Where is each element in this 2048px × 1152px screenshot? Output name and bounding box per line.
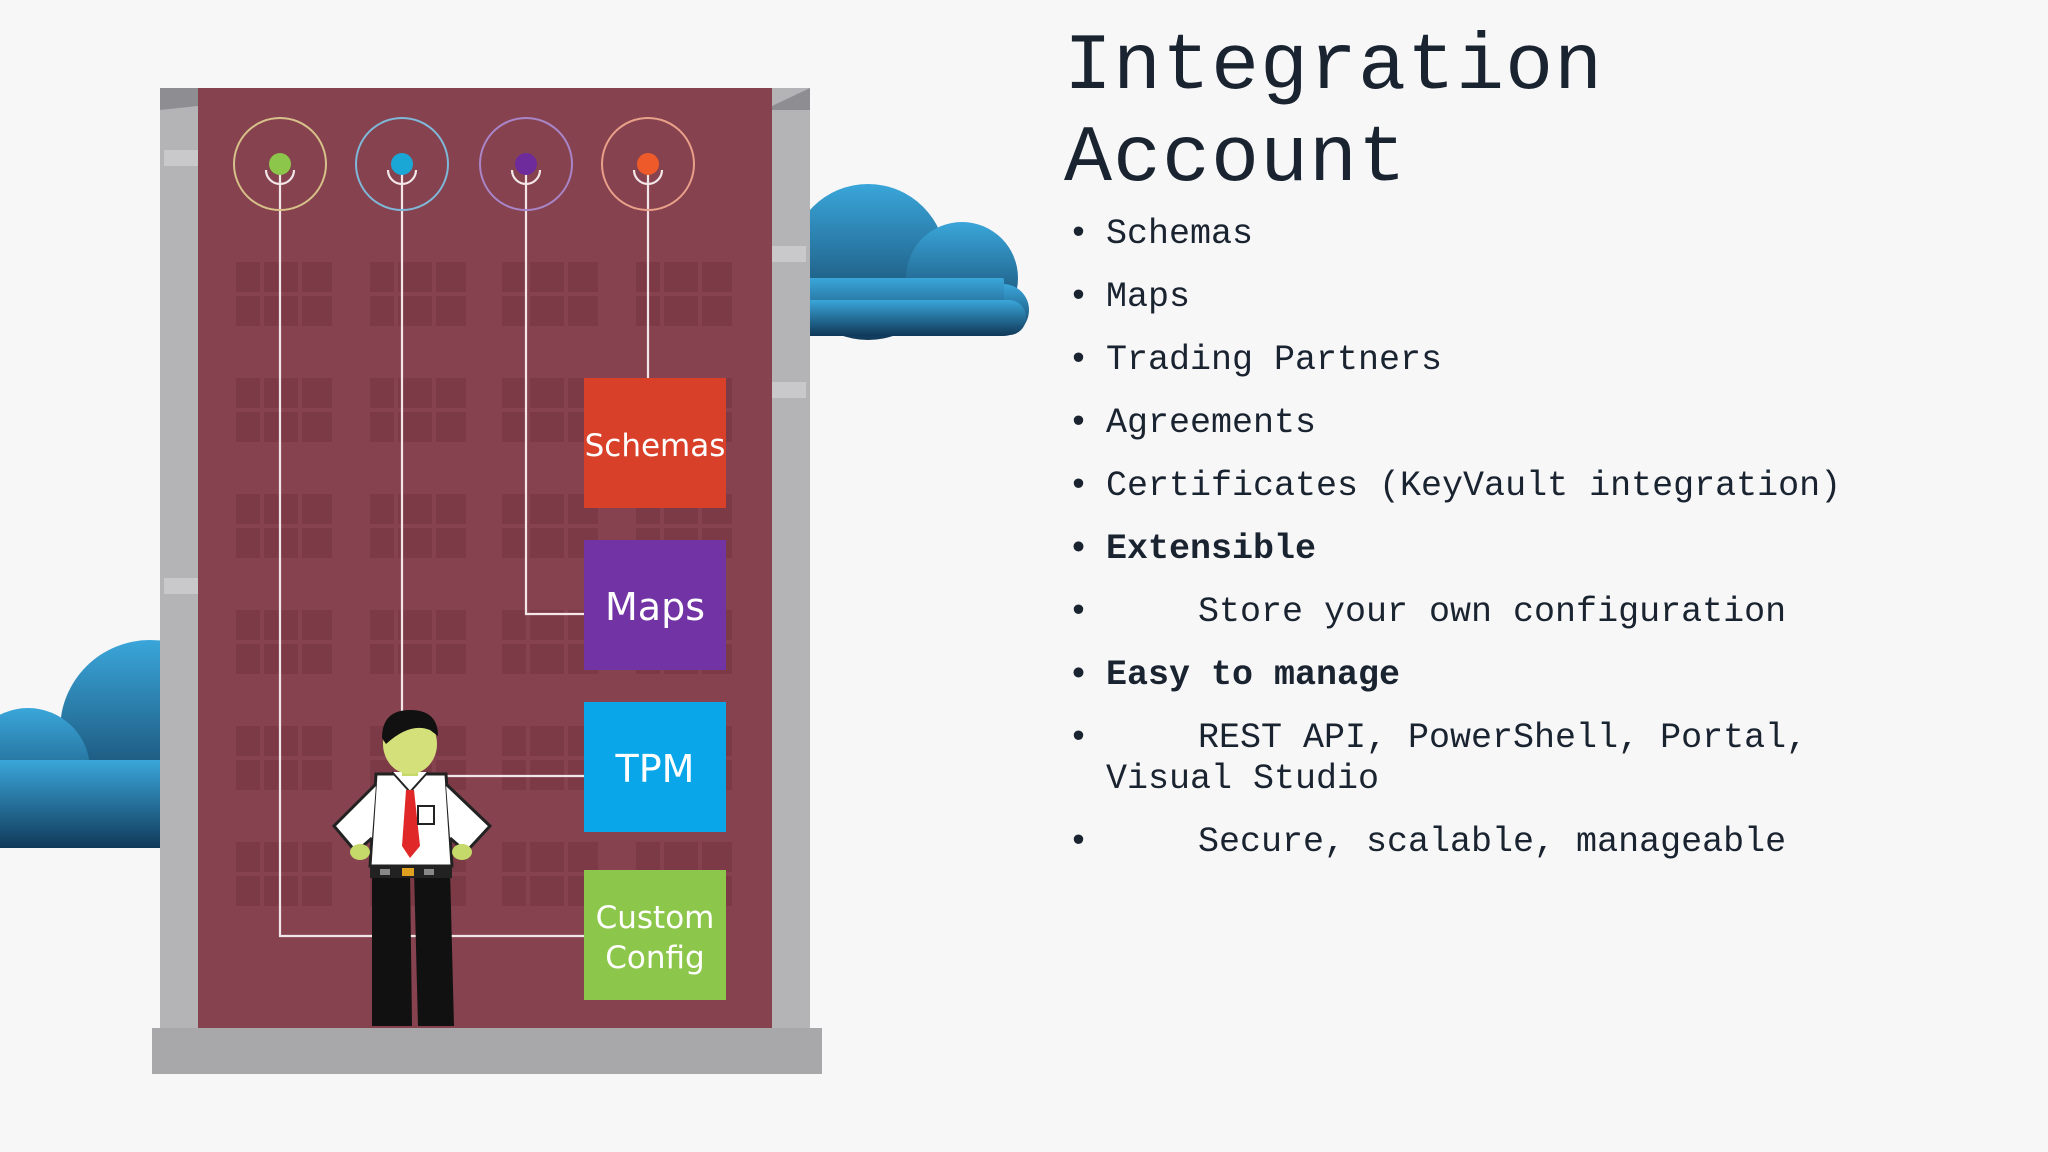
bullet-list: Schemas Maps Trading Partners Agreements… bbox=[1064, 214, 2024, 863]
svg-text:Custom: Custom bbox=[596, 900, 715, 936]
pin-purple-icon bbox=[479, 117, 573, 211]
bullet-store-config: Store your own configuration bbox=[1064, 592, 2024, 633]
pin-orange-icon bbox=[601, 117, 695, 211]
bullet-trading-partners: Trading Partners bbox=[1064, 340, 2024, 381]
bullet-schemas: Schemas bbox=[1064, 214, 2024, 255]
page-title: Integration Account bbox=[1064, 22, 2024, 206]
tile-schemas: Schemas bbox=[584, 378, 726, 508]
svg-text:Schemas: Schemas bbox=[585, 428, 726, 464]
bullet-rest-api: REST API, PowerShell, Portal,Visual Stud… bbox=[1064, 718, 2024, 800]
tile-tpm: TPM bbox=[584, 702, 726, 832]
tile-maps: Maps bbox=[584, 540, 726, 670]
bullet-secure-scalable: Secure, scalable, manageable bbox=[1064, 822, 2024, 863]
cloud-right bbox=[790, 184, 1029, 340]
businessman-figure bbox=[331, 710, 493, 1026]
bullet-extensible: Extensible bbox=[1064, 529, 2024, 570]
building-pillars bbox=[160, 88, 810, 1028]
bullet-agreements: Agreements bbox=[1064, 403, 2024, 444]
title-line-1: Integration bbox=[1064, 22, 1604, 113]
bullet-certificates: Certificates (KeyVault integration) bbox=[1064, 466, 2024, 507]
window-dividers bbox=[234, 262, 734, 908]
tile-custom-config: Custom Config bbox=[584, 870, 726, 1000]
building-illustration: Schemas Maps TPM Custom Config bbox=[0, 88, 1029, 1074]
svg-text:TPM: TPM bbox=[615, 747, 695, 791]
text-panel: Integration Account Schemas Maps Trading… bbox=[1064, 22, 2024, 885]
cloud-left bbox=[0, 640, 240, 848]
bullet-maps: Maps bbox=[1064, 277, 2024, 318]
svg-text:Maps: Maps bbox=[605, 585, 705, 629]
bullet-easy-to-manage: Easy to manage bbox=[1064, 655, 2024, 696]
building-base bbox=[152, 1028, 822, 1074]
svg-text:Config: Config bbox=[605, 940, 704, 976]
pin-blue-icon bbox=[355, 117, 449, 211]
title-line-2: Account bbox=[1064, 114, 1408, 205]
pin-green-icon bbox=[233, 117, 327, 211]
